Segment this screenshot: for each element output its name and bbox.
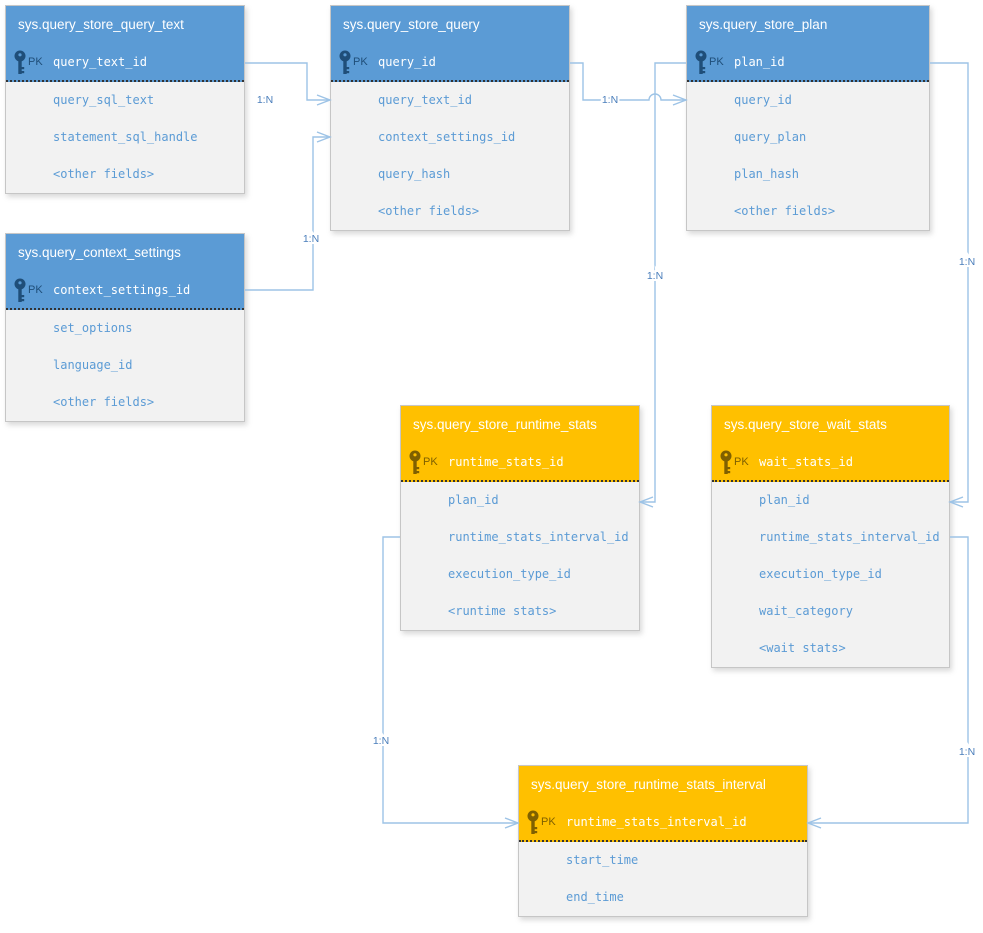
table-title: sys.query_store_runtime_stats_interval [519,766,807,804]
pk-label: PK [353,56,368,68]
table-query-store-query-text[interactable]: sys.query_store_query_text PK query_text… [5,5,245,194]
field-row: <other fields> [378,204,480,218]
table-query-store-query[interactable]: sys.query_store_query PK query_id query_… [330,5,570,231]
pk-field-name: wait_stats_id [759,455,853,469]
pk-row: PK query_id [331,44,569,82]
pk-label: PK [423,456,438,468]
cardinality-label: 1:N [647,270,663,282]
pk-label: PK [709,56,724,68]
field-row: runtime_stats_interval_id [448,530,629,544]
pk-label: PK [541,816,556,828]
field-row: execution_type_id [759,567,882,581]
cardinality-label: 1:N [257,94,273,106]
field-row: end_time [566,890,624,904]
key-icon [527,810,539,834]
field-row: <other fields> [53,167,155,181]
table-query-store-plan[interactable]: sys.query_store_plan PK plan_id query_id… [686,5,930,231]
field-row: language_id [53,358,133,372]
field-row: query_plan [734,130,807,144]
field-row: start_time [566,853,639,867]
table-query-context-settings[interactable]: sys.query_context_settings PK context_se… [5,233,245,422]
table-title: sys.query_store_query [331,6,569,44]
cardinality-label: 1:N [959,746,975,758]
pk-field-name: runtime_stats_id [448,455,564,469]
key-icon [14,50,26,74]
pk-row: PK query_text_id [6,44,244,82]
connector-query-to-plan: 1:N [570,62,688,108]
field-row: execution_type_id [448,567,571,581]
field-row: <other fields> [53,395,155,409]
pk-field-name: query_id [378,55,436,69]
cardinality-label: 1:N [373,735,389,747]
pk-field-name: runtime_stats_interval_id [566,815,747,829]
field-row: plan_id [448,493,499,507]
key-icon [695,50,707,74]
field-row: <other fields> [734,204,836,218]
field-row: query_sql_text [53,93,155,107]
pk-label: PK [734,456,749,468]
key-icon [409,450,421,474]
field-row: set_options [53,321,133,335]
pk-row: PK wait_stats_id [712,444,949,482]
pk-row: PK plan_id [687,44,929,82]
field-row: statement_sql_handle [53,130,198,144]
field-row: runtime_stats_interval_id [759,530,940,544]
field-row: wait_category [759,604,853,618]
pk-field-name: context_settings_id [53,283,191,297]
pk-row: PK runtime_stats_interval_id [519,804,807,842]
field-row: query_id [734,93,792,107]
field-row: <runtime stats> [448,604,557,618]
connector-context-settings-to-query: 1:N [245,131,332,291]
table-title: sys.query_store_runtime_stats [401,406,639,444]
pk-label: PK [28,56,43,68]
field-row: query_hash [378,167,451,181]
table-title: sys.query_store_wait_stats [712,406,949,444]
key-icon [720,450,732,474]
field-row: <wait stats> [759,641,846,655]
pk-label: PK [28,284,43,296]
key-icon [14,278,26,302]
key-icon [339,50,351,74]
field-row: plan_id [759,493,810,507]
cardinality-label: 1:N [959,256,975,268]
table-query-store-runtime-stats[interactable]: sys.query_store_runtime_stats PK runtime… [400,405,640,631]
pk-field-name: query_text_id [53,55,147,69]
connector-query-text-to-query: 1:N [245,62,332,108]
field-row: plan_hash [734,167,800,181]
pk-field-name: plan_id [734,55,785,69]
pk-row: PK runtime_stats_id [401,444,639,482]
pk-row: PK context_settings_id [6,272,244,310]
connector-plan-to-runtime-stats: 1:N [638,62,686,508]
field-row: query_text_id [378,93,472,107]
table-title: sys.query_store_plan [687,6,929,44]
cardinality-label: 1:N [602,94,618,106]
table-query-store-runtime-stats-interval[interactable]: sys.query_store_runtime_stats_interval P… [518,765,808,917]
cardinality-label: 1:N [303,233,319,245]
table-query-store-wait-stats[interactable]: sys.query_store_wait_stats PK wait_stats… [711,405,950,668]
table-title: sys.query_store_query_text [6,6,244,44]
field-row: context_settings_id [378,130,516,144]
table-title: sys.query_context_settings [6,234,244,272]
